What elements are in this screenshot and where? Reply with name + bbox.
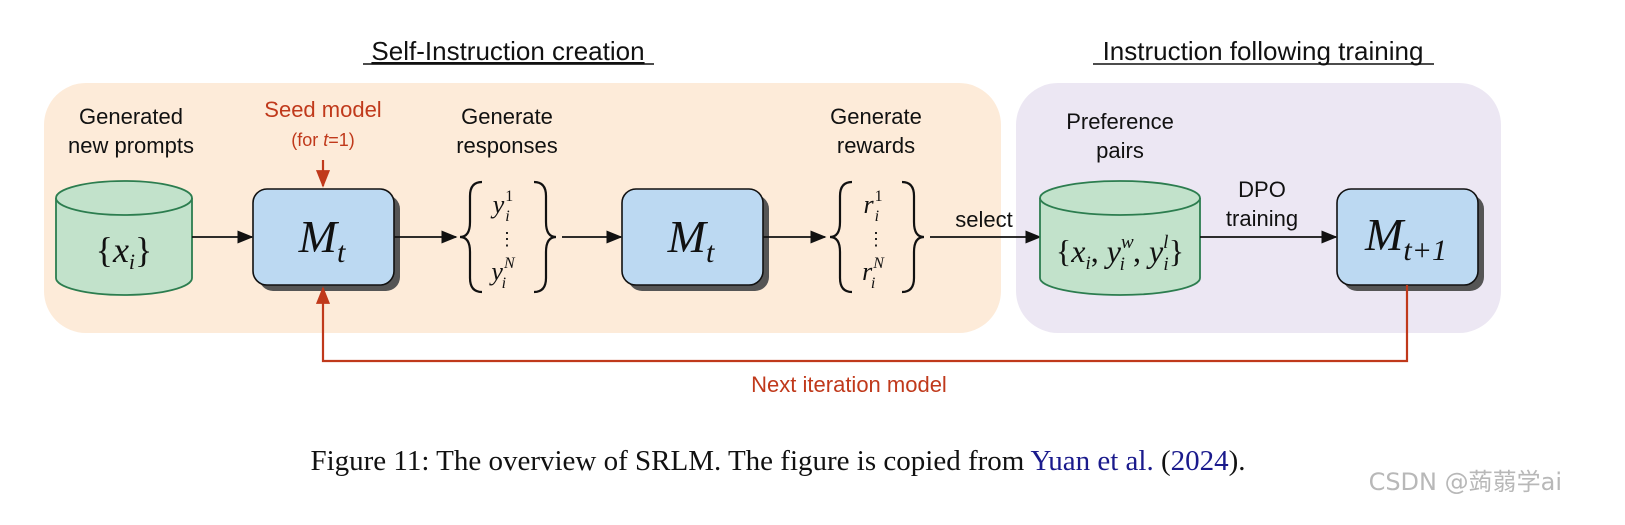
judge-model-label: Mt (667, 211, 715, 269)
seed-model-label: Seed model (264, 97, 381, 122)
responses-dots: ⋮ (498, 229, 516, 249)
prompts-label-line1: Generated (79, 104, 183, 129)
prompts-cylinder (55, 180, 193, 296)
seed-cond-var: t (323, 130, 329, 150)
next-iteration-arrow (315, 285, 1409, 363)
pairs-label-line1: Preference (1066, 109, 1174, 134)
rewards-label-line2: rewards (837, 133, 915, 158)
rewards-left-brace (829, 180, 853, 294)
rewards-dots: ⋮ (867, 229, 885, 249)
pairs-label-line2: pairs (1096, 138, 1144, 163)
dpo-label-line1: DPO (1238, 177, 1286, 202)
select-label: select (955, 207, 1012, 232)
model-t-label: Mt (298, 211, 346, 269)
next-model-sub: t+1 (1403, 234, 1447, 267)
rewards-right-brace (901, 180, 925, 294)
seed-model-condition: (for t=1) (291, 130, 355, 150)
seed-cond-post: =1) (328, 130, 355, 150)
prompts-store-math: {xi} (96, 230, 153, 274)
preference-pairs-cylinder (1039, 180, 1201, 296)
dpo-label-line2: training (1226, 206, 1298, 231)
model-t-sub: t (337, 236, 346, 269)
responses-right-brace (533, 180, 557, 294)
citation-authors-link[interactable]: Yuan et al. (1030, 445, 1153, 477)
responses-left-brace (459, 180, 483, 294)
csdn-watermark: CSDN @蒟蒻学ai (1369, 468, 1562, 496)
figure-caption: Figure 11: The overview of SRLM. The fig… (310, 445, 1245, 477)
seed-cond-pre: (for (291, 130, 323, 150)
next-iteration-label: Next iteration model (751, 372, 947, 397)
next-model-label: Mt+1 (1364, 209, 1447, 267)
model-t-base: M (298, 211, 340, 262)
left-section-title: Self-Instruction creation (371, 36, 644, 66)
responses-label-line1: Generate (461, 104, 553, 129)
citation-close: ). (1229, 445, 1246, 477)
right-section-title: Instruction following training (1103, 36, 1424, 66)
judge-model-base: M (667, 211, 709, 262)
prompts-label-line2: new prompts (68, 133, 194, 158)
rewards-label-line1: Generate (830, 104, 922, 129)
next-model-base: M (1364, 209, 1406, 260)
judge-model-sub: t (706, 236, 715, 269)
responses-label-line2: responses (456, 133, 558, 158)
citation-year-link[interactable]: 2024 (1171, 445, 1230, 477)
caption-text: Figure 11: The overview of SRLM. The fig… (310, 445, 1030, 477)
citation-open: ( (1154, 445, 1171, 477)
